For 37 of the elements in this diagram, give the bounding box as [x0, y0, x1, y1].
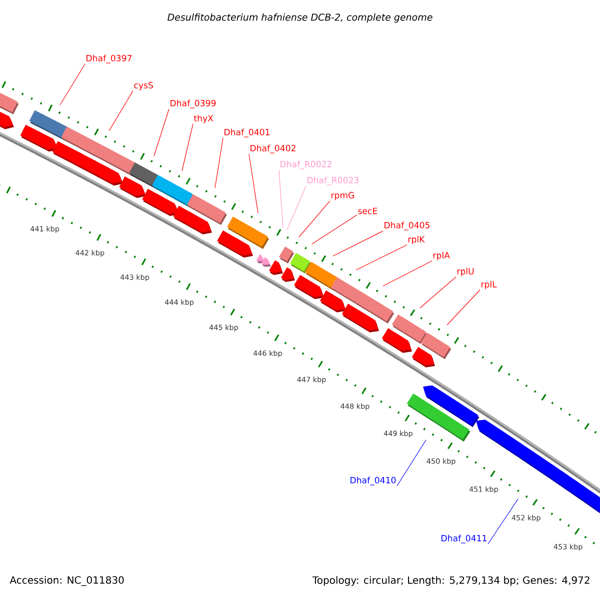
leader-line	[278, 170, 284, 228]
leader-line	[488, 498, 518, 544]
leader-line	[420, 276, 456, 308]
gene-label: rplK	[408, 236, 425, 244]
leader-line	[312, 214, 358, 244]
gene-label: thyX	[194, 114, 214, 124]
leader-line	[396, 440, 426, 486]
leader-line	[446, 290, 480, 326]
leader-line	[214, 138, 224, 188]
leader-line	[108, 90, 134, 132]
genome-info-text: Topology: circular; Length: 5,279,134 bp; Genes: 4,972	[312, 576, 590, 586]
gene-label: rplA	[434, 252, 450, 260]
gene-label: Dhaf_0399	[170, 100, 216, 108]
leader-line	[286, 186, 306, 230]
leader-line	[60, 64, 86, 106]
gene-label: Dhaf_0402	[250, 144, 296, 154]
gene-label: Dhaf_0410	[350, 476, 396, 486]
gene-label: cysS	[134, 82, 153, 90]
gene-label: rplL	[482, 280, 497, 290]
gene-label: Dhaf_0397	[86, 54, 132, 64]
gene-label: Dhaf_0401	[224, 128, 270, 138]
leader-line	[332, 230, 384, 256]
leader-line	[382, 260, 432, 286]
gene-label: secE	[358, 208, 378, 214]
gene-label: rplU	[458, 268, 474, 276]
accession-text: Accession: NC_011830	[10, 576, 124, 586]
leader-line	[298, 200, 330, 238]
title: Desulfitobacterium hafniense DCB-2, complete genome	[168, 13, 432, 23]
leader-line	[182, 124, 194, 172]
leader-line	[154, 108, 170, 156]
gene-label: Dhaf_0405	[384, 222, 430, 230]
leader-line	[356, 244, 408, 270]
gene-label: Dhaf_R0023	[308, 176, 359, 186]
gene-label: rpmG	[332, 192, 354, 200]
leader-line	[248, 154, 258, 214]
gene-label: Dhaf_R0022	[280, 160, 332, 170]
gene-label: Dhaf_0411	[442, 534, 486, 544]
